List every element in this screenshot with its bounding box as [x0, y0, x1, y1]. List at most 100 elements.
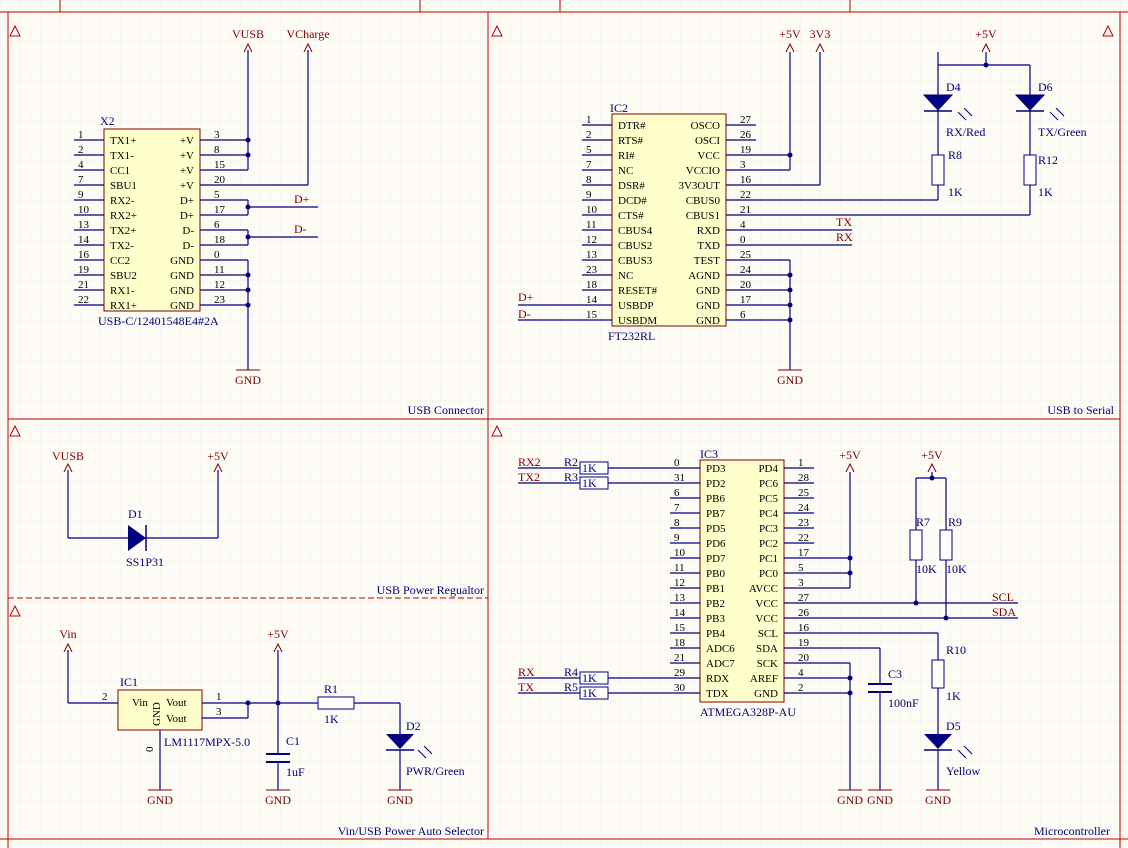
r3-designator: R3: [564, 470, 578, 484]
ic2-left-pin-number: 1: [586, 114, 592, 126]
ic2-junctions: [787, 62, 989, 323]
c1-capacitor: C1 1uF: [266, 734, 305, 779]
ic1-vin-pin-name: Vin: [132, 697, 148, 709]
d2-led: D2 PWR/Green: [386, 719, 465, 778]
x2-left-pin-name: TX2-: [110, 240, 134, 252]
ic3-left-pin-name: ADC7: [706, 658, 735, 670]
x2-right-pin-number: 5: [214, 189, 220, 201]
ic2-left-pin-name: USBDM: [618, 315, 657, 327]
ic1-gnd-pin-name: GND: [151, 702, 163, 726]
ic3-left-pin-number: 6: [674, 487, 680, 499]
ic3-right-pin-name: SDA: [756, 643, 778, 655]
d5-part: Yellow: [946, 764, 980, 778]
ic2-left-pin-name: CBUS3: [618, 255, 653, 267]
ic2-part: FT232RL: [608, 329, 655, 343]
selector-5v-port: +5V: [267, 627, 289, 653]
ic2-right-pin-number: 19: [740, 144, 752, 156]
d5-gnd-label: GND: [925, 793, 951, 807]
ic1-vout2-pin-name: Vout: [166, 713, 187, 725]
r10-value: 1K: [946, 689, 961, 703]
x2-designator: X2: [100, 114, 115, 128]
x2-right-pin-name: +V: [180, 180, 194, 192]
ic2-right-pin-number: 24: [740, 264, 752, 276]
x2-right-pin-name: GND: [170, 285, 194, 297]
usb-power-regulator-wires: [67, 470, 219, 539]
r1-resistor: R1 1K: [317, 682, 355, 726]
ic3-right-pin-number: 2: [798, 682, 804, 694]
ic2-right-pin-number: 21: [740, 204, 751, 216]
ic3-right-pin-number: 19: [798, 637, 810, 649]
x2-part: USB-C/12401548E4#2A: [98, 314, 219, 328]
x2-right-pin-number: 15: [214, 159, 226, 171]
ic3-left-pin-number: 14: [674, 607, 686, 619]
ic3-right-pin-name: VCC: [755, 613, 778, 625]
ic3-right-pin-number: 23: [798, 517, 810, 529]
x2-right-pin-number: 0: [214, 249, 220, 261]
ic2-right-pin-name: CBUS0: [686, 195, 721, 207]
ic3-left-pin-name: PB1: [706, 583, 725, 595]
ic3-right-pin-name: SCK: [757, 658, 778, 670]
ic3-left-pin-number: 12: [674, 577, 685, 589]
x2-left-pin-number: 13: [78, 219, 90, 231]
vusb-label: VUSB: [232, 27, 264, 41]
usb-5v-port: +5V: [207, 449, 229, 473]
ic2-left-pin-name: NC: [618, 165, 633, 177]
ic2-left-pin-number: 8: [586, 174, 592, 186]
pullup-5v-label: +5V: [921, 448, 943, 462]
ic2-right-pin-number: 6: [740, 309, 746, 321]
x2-right-pin-name: +V: [180, 150, 194, 162]
r5-designator: R5: [564, 680, 578, 694]
d2-designator: D2: [406, 719, 421, 733]
ic3-wires: [518, 467, 1018, 790]
ic1-gnd-label: GND: [147, 793, 173, 807]
ic2-gnd-label: GND: [777, 373, 803, 387]
r4-value: 1K: [582, 671, 597, 685]
x2-wires: [230, 50, 318, 370]
ic3-left-pin-name: PB4: [706, 628, 725, 640]
ic3-right-pin-name: PC0: [759, 568, 778, 580]
d6-led: D6 TX/Green: [1014, 80, 1087, 139]
d6-part: TX/Green: [1038, 125, 1087, 139]
ic2-left-pin-number: 10: [586, 204, 598, 216]
d4-led: D4 RX/Red: [922, 80, 985, 139]
r12-value: 1K: [1038, 185, 1053, 199]
ic2-right-pin-name: CBUS1: [686, 210, 720, 222]
x2-left-pin-name: RX2+: [110, 210, 137, 222]
ic3-right-pin-name: PC4: [759, 508, 778, 520]
ic2-left-pin-number: 12: [586, 234, 597, 246]
c3-value: 100nF: [888, 696, 919, 710]
ic2-3v3-port: 3V3: [810, 27, 830, 53]
r1-value: 1K: [324, 712, 339, 726]
ic1-part: LM1117MPX-5.0: [164, 735, 250, 749]
c3-designator: C3: [888, 667, 902, 681]
selector-5v-label: +5V: [267, 627, 289, 641]
ic1-regulator: IC1 Vin Vout Vout GND LM1117MPX-5.0 2 1 …: [102, 675, 250, 752]
x2-left-pin-name: SBU2: [110, 270, 137, 282]
ic2-gnd-port: GND: [777, 369, 803, 387]
ic2-left-pin-number: 15: [586, 309, 598, 321]
ic3-left-pin-name: PD2: [706, 478, 726, 490]
ic2-left-pin-number: 2: [586, 129, 592, 141]
ic3-left-pin-number: 31: [674, 472, 685, 484]
r8-resistor: R8 1K: [931, 148, 963, 199]
r4-designator: R4: [564, 665, 578, 679]
c1-designator: C1: [286, 734, 300, 748]
ic2-right-pin-number: 0: [740, 234, 746, 246]
led-5v-label: +5V: [975, 27, 997, 41]
ic3-right-pin-name: PC3: [759, 523, 778, 535]
ic3-left-pin-name: PB0: [706, 568, 725, 580]
ic1-pin-vin-num: 2: [102, 691, 108, 703]
d6-designator: D6: [1038, 80, 1053, 94]
ic2-right-pin-number: 20: [740, 279, 752, 291]
x2-left-pin-name: RX2-: [110, 195, 135, 207]
ic2-right-pin-number: 27: [740, 114, 752, 126]
ic3-left-pin-number: 11: [674, 562, 685, 574]
x2-gnd-label: GND: [235, 373, 261, 387]
x2-right-pin-name: D-: [182, 240, 194, 252]
d4-designator: D4: [946, 80, 961, 94]
x2-right-pin-name: +V: [180, 135, 194, 147]
vcharge-power-port: VCharge: [286, 27, 330, 53]
ic2-left-pin-number: 13: [586, 249, 598, 261]
ic3-resistors: R2 1K R3 1K R4 1K R5 1K: [564, 455, 609, 700]
